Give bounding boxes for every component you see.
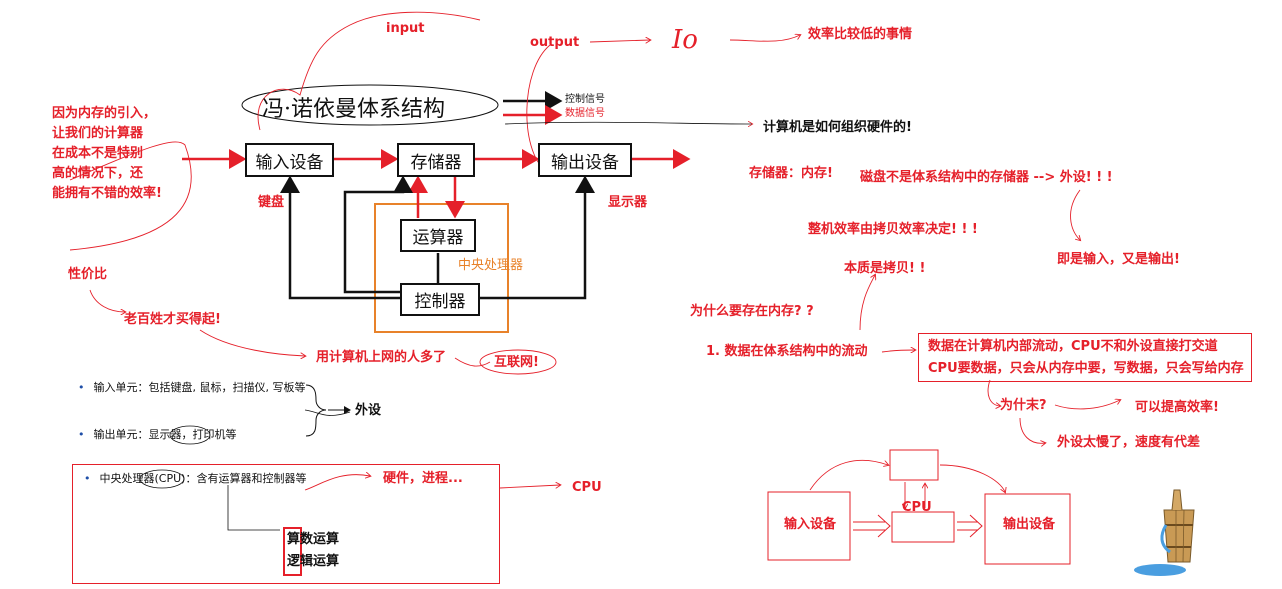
pen-circle	[479, 349, 557, 375]
ctrl-to-memory	[343, 175, 413, 294]
note-left-block: 因为内存的引入， 让我们的计算器 在成本不是特别 高的情况下，还 能拥有不错的效…	[52, 104, 162, 204]
note-improve: 可以提高效率!	[1135, 400, 1219, 415]
legend-control-label: 控制信号	[565, 94, 605, 105]
note-why: 为什末?	[1000, 398, 1047, 413]
cpu-label: 中央处理器	[458, 258, 524, 273]
sketch-mem-box	[889, 449, 939, 481]
note-left-line: 让我们的计算器	[52, 126, 144, 141]
sketch-output-label: 输出设备	[1003, 517, 1056, 532]
highlight-box	[283, 527, 302, 576]
bullet-cpu-unit: 中央处理器(CPU)：含有运算器和控制器等	[84, 472, 307, 486]
note-memory-is: 存储器：内存!	[749, 166, 833, 181]
pen-stroke	[526, 44, 551, 171]
ctrl-to-output	[480, 175, 595, 300]
pen-stroke	[499, 485, 560, 489]
note-why-memory: 为什么要存在内存? ?	[690, 304, 814, 319]
note-essence-copy: 本质是拷贝! !	[844, 261, 926, 276]
note-internet: 互联网!	[494, 355, 539, 370]
box-controller: 控制器	[400, 283, 480, 316]
box-memory: 存储器	[397, 143, 475, 177]
sketch-cpu-box	[891, 511, 955, 543]
note-how-organize: 计算机是如何组织硬件的!	[763, 120, 912, 135]
note-affordable: 老百姓才买得起!	[124, 312, 221, 327]
box-alu: 运算器	[400, 219, 476, 252]
sketch-output-box	[984, 493, 1071, 565]
item-logic: 逻辑运算	[287, 554, 340, 569]
pen-stroke	[199, 329, 305, 356]
pen-stroke	[881, 350, 915, 352]
pen-stroke	[987, 379, 1000, 406]
title-ellipse	[241, 84, 499, 126]
note-io-both: 即是输入，又是输出!	[1057, 252, 1180, 267]
note-flow-detail-1: 数据在计算机内部流动，CPU不和外设直接打交道	[928, 339, 1218, 354]
cpu-box	[374, 203, 509, 333]
note-internet-users: 用计算机上网的人多了	[316, 350, 447, 365]
sketch-input-label: 输入设备	[784, 517, 837, 532]
note-peripheral-slow: 外设太慢了，速度有代差	[1057, 435, 1201, 450]
flow-detail-box	[918, 333, 1252, 382]
box-output-device: 输出设备	[538, 143, 632, 177]
note-left-line: 能拥有不错的效率!	[52, 186, 162, 201]
note-efficiency-copy: 整机效率由拷贝效率决定! ! !	[808, 222, 978, 237]
pen-stroke	[304, 409, 351, 416]
pen-stroke	[589, 40, 650, 42]
sketch-input-box	[767, 491, 851, 561]
note-low-efficiency: 效率比较低的事情	[808, 27, 913, 42]
box-input-device: 输入设备	[245, 143, 334, 177]
pen-stroke	[729, 35, 800, 42]
pen-stroke	[1054, 400, 1120, 410]
pen-stroke	[454, 357, 491, 367]
note-disk: 磁盘不是体系结构中的存储器 --> 外设! ! !	[860, 170, 1113, 185]
pen-stroke	[304, 475, 370, 491]
sketch-cpu-label: CPU	[902, 500, 932, 515]
cpu-section-box	[72, 464, 500, 584]
pen-stroke	[89, 289, 125, 312]
note-left-line: 在成本不是特别	[52, 146, 144, 161]
note-cost-performance: 性价比	[68, 267, 108, 282]
sketch-arrow	[939, 464, 1005, 492]
sketch-arrow	[957, 514, 983, 538]
note-left-line: 因为内存的引入，	[52, 106, 157, 121]
note-hardware-process: 硬件，进程...	[383, 471, 463, 486]
note-cpu: CPU	[572, 480, 602, 495]
note-output: output	[530, 35, 580, 50]
pen-stroke	[1019, 417, 1045, 443]
note-data-flow: 1. 数据在体系结构中的流动	[706, 344, 868, 359]
bullet-output-unit: 输出单元：显示器，打印机等	[78, 428, 237, 442]
pen-stroke	[1070, 189, 1080, 240]
note-keyboard: 键盘	[258, 195, 285, 210]
legend-data-label: 数据信号	[565, 108, 605, 119]
note-io: Io	[672, 25, 698, 55]
note-input: input	[386, 21, 425, 36]
pen-stroke	[69, 141, 192, 251]
pen-stroke	[859, 275, 875, 331]
sketch-arrow	[853, 514, 891, 538]
ctrl-to-input	[280, 175, 400, 300]
pen-stroke	[257, 11, 481, 131]
note-flow-detail-2: CPU要数据，只会从内存中要，写数据，只会写给内存	[928, 361, 1244, 376]
pen-stroke	[504, 122, 752, 124]
note-peripheral: 外设	[355, 403, 382, 418]
brace	[305, 384, 327, 437]
item-arith: 算数运算	[287, 532, 340, 547]
sketch-arrow	[809, 459, 888, 491]
bucket-illustration	[1134, 489, 1195, 576]
diagram-title: 冯·诺依曼体系结构	[262, 97, 445, 122]
bullet-input-unit: 输入单元：包括键盘, 鼠标，扫描仪, 写板等	[78, 381, 306, 395]
pen-stroke	[227, 485, 280, 531]
note-left-line: 高的情况下，还	[52, 166, 144, 181]
note-display: 显示器	[608, 195, 648, 210]
